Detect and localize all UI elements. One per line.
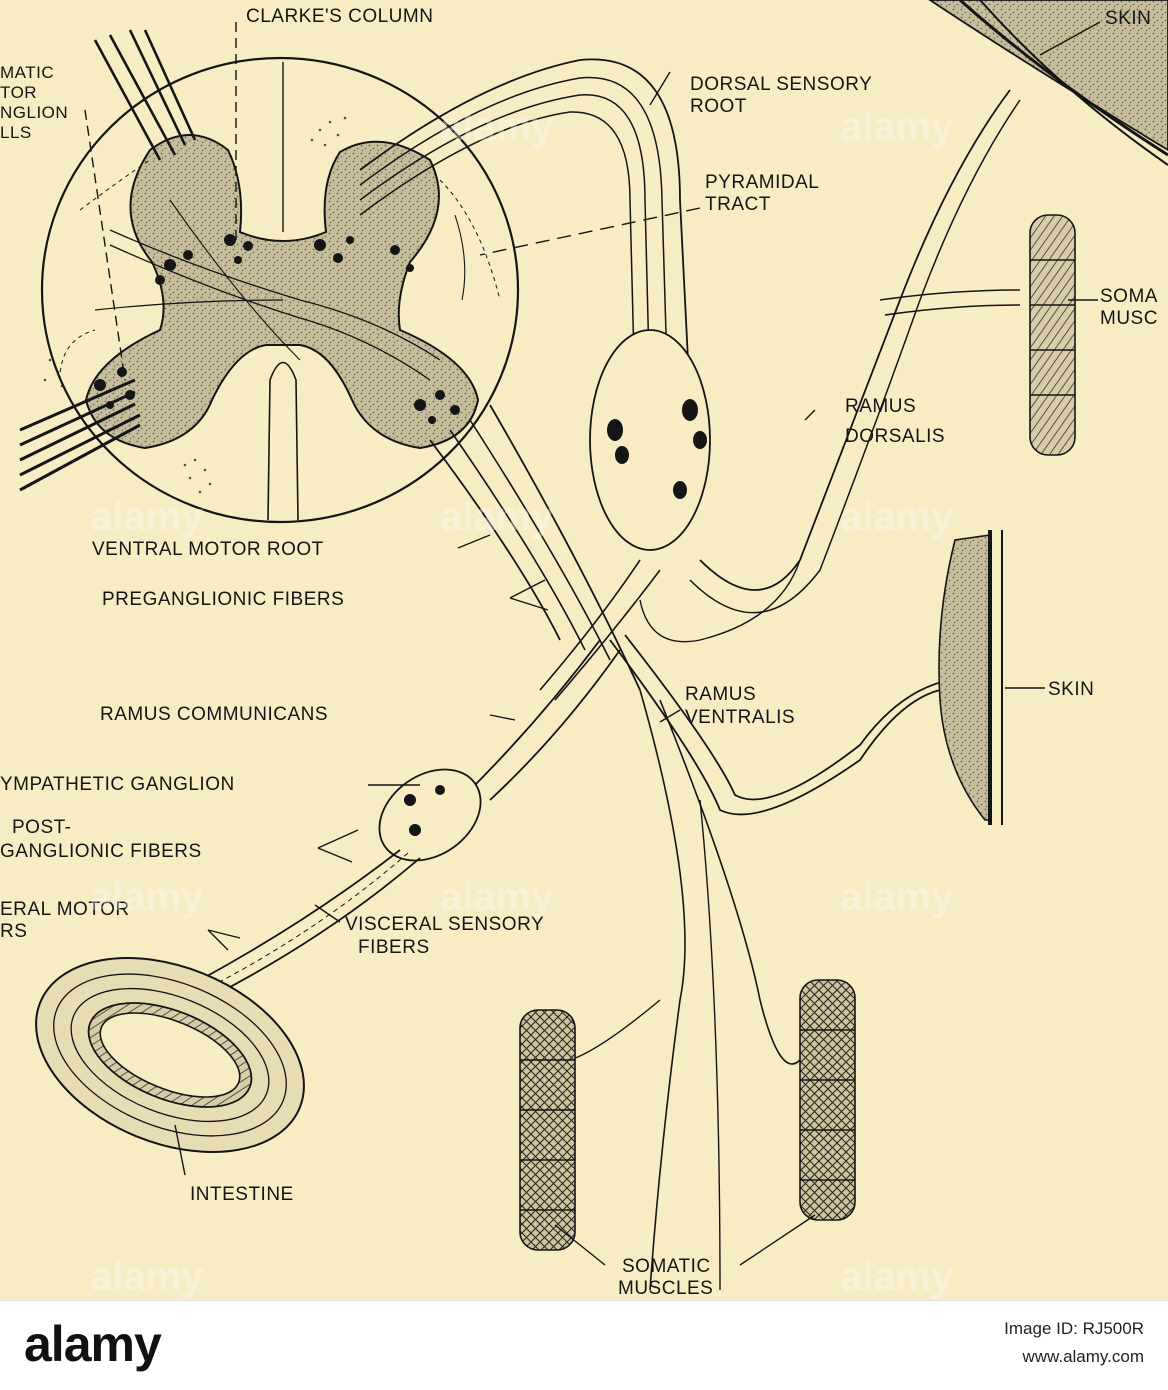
label-somatic-muscles-right-1: SOMA [1100,286,1158,307]
label-visceral-motor-fibers-2: RS [0,921,27,942]
label-ramus-communicans: RAMUS COMMUNICANS [100,704,328,725]
label-visceral-motor-fibers-1: ERAL MOTOR [0,899,130,920]
label-visceral-sensory-fibers-1: VISCERAL SENSORY [345,914,544,935]
image-id: Image ID: RJ500R [1004,1319,1144,1338]
label-ramus-ventralis-1: RAMUS [685,684,756,705]
label-preganglionic-fibers: PREGANGLIONIC FIBERS [102,589,344,610]
watermark-text: alamy [440,875,554,919]
skin-top [928,0,1168,166]
watermark-text: alamy [440,495,554,539]
label-somatic-motor-ganglion-cells-3: NGLION [0,103,68,122]
footer-bar: alamy Image ID: RJ500R www.alamy.com [0,1300,1168,1390]
watermark-text: alamy [440,105,554,149]
dorsal-root-ganglion [589,329,711,551]
skin-right [938,530,1003,825]
spinal-cord-cross-section [19,29,520,524]
label-somatic-muscles-bottom-1: SOMATIC [622,1256,711,1277]
intestine [35,957,305,1153]
alamy-logo: alamy [24,1316,162,1372]
label-somatic-motor-ganglion-cells-4: LLS [0,123,32,142]
watermark-text: alamy [90,1255,204,1299]
label-clarkes-column: CLARKE'S COLUMN [246,6,433,27]
watermark-text: alamy [90,875,204,919]
label-intestine: INTESTINE [190,1184,294,1205]
footer-meta: Image ID: RJ500R www.alamy.com [1004,1315,1144,1371]
gray-matter [84,134,480,450]
label-ramus-dorsalis-1: RAMUS [845,396,916,417]
label-ramus-dorsalis-2: DORSALIS [845,426,945,447]
watermark-text: alamy [90,495,204,539]
label-postganglionic-fibers-1: POST- [12,817,72,838]
label-pyramidal-tract-1: PYRAMIDAL [705,172,819,193]
label-skin-right: SKIN [1048,679,1094,700]
label-sympathetic-ganglion: YMPATHETIC GANGLION [0,774,235,795]
somatic-muscles-right [1029,214,1076,456]
label-somatic-motor-ganglion-cells-2: TOR [0,83,37,102]
label-somatic-muscles-bottom-2: MUSCLES [618,1278,713,1299]
site-url[interactable]: www.alamy.com [1022,1347,1144,1366]
spinal-nerve-diagram: CLARKE'S COLUMN MATIC TOR NGLION LLS SKI… [0,0,1168,1300]
leader-lines [84,21,1101,1266]
label-dorsal-sensory-root-2: ROOT [690,96,747,117]
labels: CLARKE'S COLUMN MATIC TOR NGLION LLS SKI… [0,6,1158,1299]
label-postganglionic-fibers-2: GANGLIONIC FIBERS [0,841,202,862]
watermark-text: alamy [840,495,954,539]
diagram-stage: CLARKE'S COLUMN MATIC TOR NGLION LLS SKI… [0,0,1168,1300]
watermark-text: alamy [840,105,954,149]
label-dorsal-sensory-root-1: DORSAL SENSORY [690,74,872,95]
label-somatic-muscles-right-2: MUSC [1100,308,1158,329]
label-ramus-ventralis-2: VENTRALIS [685,707,795,728]
nerve-pathways [199,58,1021,1291]
label-visceral-sensory-fibers-2: FIBERS [358,937,430,958]
watermark-text: alamy [840,875,954,919]
label-somatic-motor-ganglion-cells-1: MATIC [0,63,54,82]
somatic-muscles-bottom [519,979,856,1251]
watermark-layer: alamy alamy alamy alamy alamy alamy alam… [90,105,954,1299]
label-skin-top: SKIN [1105,8,1151,29]
sympathetic-ganglion [378,768,482,862]
label-ventral-motor-root: VENTRAL MOTOR ROOT [92,539,324,560]
label-pyramidal-tract-2: TRACT [705,194,771,215]
watermark-text: alamy [840,1255,954,1299]
